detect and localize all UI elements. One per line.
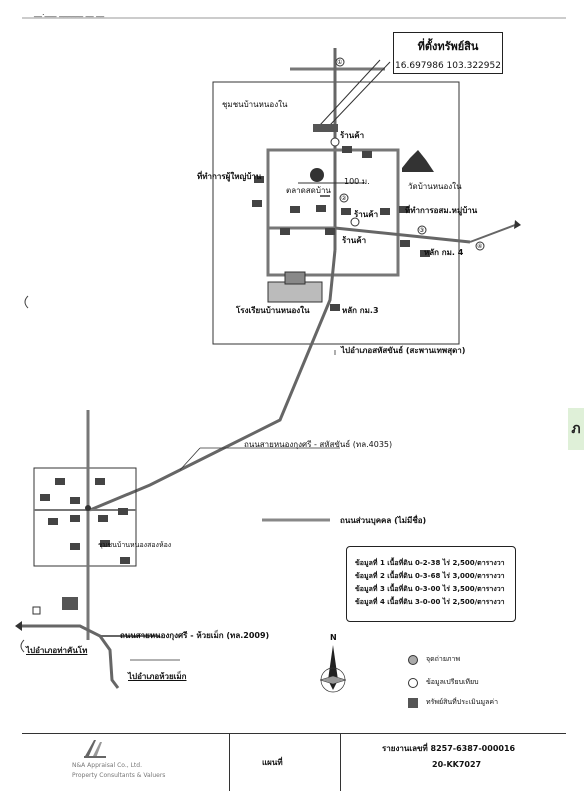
appraised-property-bottom-icon bbox=[62, 597, 78, 610]
report-number: รายงานเลขที่ 8257-6387-000016 bbox=[382, 744, 516, 753]
company-logo-icon bbox=[84, 740, 106, 758]
comparison-marker-icon bbox=[350, 217, 360, 227]
scan-mark-left-2 bbox=[20, 639, 25, 653]
photo-point-icon bbox=[408, 654, 418, 665]
house-icons-top bbox=[252, 146, 430, 311]
school-icon bbox=[267, 281, 323, 303]
callout-pointer-1 bbox=[319, 59, 381, 126]
label-north: N bbox=[330, 633, 337, 642]
label-shop1: ร้านค้า bbox=[340, 131, 365, 140]
east-arrow-icon bbox=[514, 220, 521, 229]
report-footer: N&A Appraisal Co., Ltd. Property Consult… bbox=[22, 733, 566, 791]
header-scrap-text: __.___ ______ __ __ bbox=[34, 8, 105, 17]
label-to-district-bottom: ไปอำเภอห้วยเม็ก bbox=[128, 672, 187, 681]
callout-coords: 16.697986 103.322952 bbox=[395, 61, 501, 71]
legend-appraised: ทรัพย์สินที่ประเมินมูลค่า bbox=[408, 697, 498, 708]
road-east bbox=[334, 226, 471, 244]
callout-pointer-2 bbox=[329, 61, 391, 126]
label-community-bottom: ชุมชนบ้านหนองสองห้อง bbox=[98, 541, 172, 549]
highway-2009 bbox=[20, 624, 120, 689]
label-school: โรงเรียนบ้านหนองใน bbox=[236, 306, 310, 315]
temple-icon bbox=[402, 150, 434, 172]
label-km-post2: หลัก กม.3 bbox=[342, 306, 379, 315]
north-arrow-icon bbox=[319, 645, 347, 693]
label-private-road: ถนนส่วนบุคคล (ไม่มีชื่อ) bbox=[340, 516, 427, 525]
label-village-chief-office: ที่ทำการผู้ใหญ่บ้าน bbox=[197, 172, 262, 181]
price-row-3: ข้อมูลที่ 3 เนื้อที่ดิน 0-3-00 ไร่ 3,500… bbox=[355, 585, 505, 593]
property-location-callout: ที่ตั้งทรัพย์สิน 16.697986 103.322952 bbox=[393, 32, 503, 74]
label-bottom-road: ถนนสายหนองกุงศรี - ห้วยเม็ก (ทล.2009) bbox=[120, 631, 270, 640]
label-community-top: ชุมชนบ้านหนองใน bbox=[222, 100, 288, 109]
label-to-district-left: ไปอำเภอท่าคันโท bbox=[26, 646, 88, 655]
road-marker-2: ② bbox=[341, 195, 347, 202]
road-east-ext bbox=[469, 224, 516, 243]
school-tower-icon bbox=[284, 271, 306, 285]
label-highway: ถนนสายหนองกุงศรี - สหัสขันธ์ (ทล.4035) bbox=[244, 440, 393, 449]
highway-4035 bbox=[89, 249, 337, 512]
map-title: แผนที่ bbox=[262, 758, 283, 767]
small-marker-icon bbox=[32, 606, 41, 615]
price-row-1: ข้อมูลที่ 1 เนื้อที่ดิน 0-2-38 ไร่ 2,500… bbox=[355, 559, 505, 567]
comparison-price-box: ข้อมูลที่ 1 เนื้อที่ดิน 0-2-38 ไร่ 2,500… bbox=[346, 546, 516, 622]
junction-icon bbox=[85, 505, 91, 511]
label-market: ตลาดสดบ้าน bbox=[286, 186, 331, 195]
label-distance: 100 ม. bbox=[344, 177, 370, 186]
side-tab: ภ bbox=[568, 408, 584, 450]
photo-marker-icon bbox=[330, 137, 340, 147]
road-marker-icons bbox=[335, 57, 485, 251]
label-km-post1: หลัก กม. 4 bbox=[424, 248, 464, 257]
label-health-office: ที่ทำการอสม.หมู่บ้าน bbox=[405, 206, 478, 215]
legend-photo-point: จุดถ่ายภาพ bbox=[408, 654, 460, 665]
road-marker-3: ③ bbox=[419, 227, 425, 234]
report-code: 20-KK7027 bbox=[432, 760, 482, 769]
label-temple: วัดบ้านหนองใน bbox=[408, 182, 462, 191]
legend-comparison: ข้อมูลเปรียบเทียบ bbox=[408, 677, 479, 688]
label-shop3: ร้านค้า bbox=[342, 236, 367, 245]
village-bottom-frame bbox=[33, 467, 137, 567]
appraised-property-icon bbox=[313, 124, 338, 132]
company-tagline: Property Consultants & Valuers bbox=[72, 772, 166, 779]
road-marker-4: ④ bbox=[477, 243, 483, 250]
comparison-icon bbox=[408, 677, 418, 688]
house-icons-bottom bbox=[40, 478, 130, 564]
callout-title: ที่ตั้งทรัพย์สิน bbox=[417, 40, 479, 53]
price-row-4: ข้อมูลที่ 4 เนื้อที่ดิน 3-0-00 ไร่ 2,500… bbox=[355, 598, 505, 606]
scan-mark-left bbox=[24, 295, 29, 309]
appraised-property-legend-icon bbox=[408, 697, 418, 708]
label-shop2: ร้านค้า bbox=[354, 210, 379, 219]
west-arrow-icon bbox=[15, 621, 22, 631]
market-icon bbox=[310, 168, 324, 182]
price-row-2: ข้อมูลที่ 2 เนื้อที่ดิน 0-3-68 ไร่ 3,000… bbox=[355, 572, 505, 580]
company-name: N&A Appraisal Co., Ltd. bbox=[72, 762, 142, 769]
road-marker-1: ① bbox=[337, 59, 343, 66]
label-to-district-top: ไปอำเภอสหัสขันธ์ (สะพานเทพสุดา) bbox=[341, 346, 466, 355]
